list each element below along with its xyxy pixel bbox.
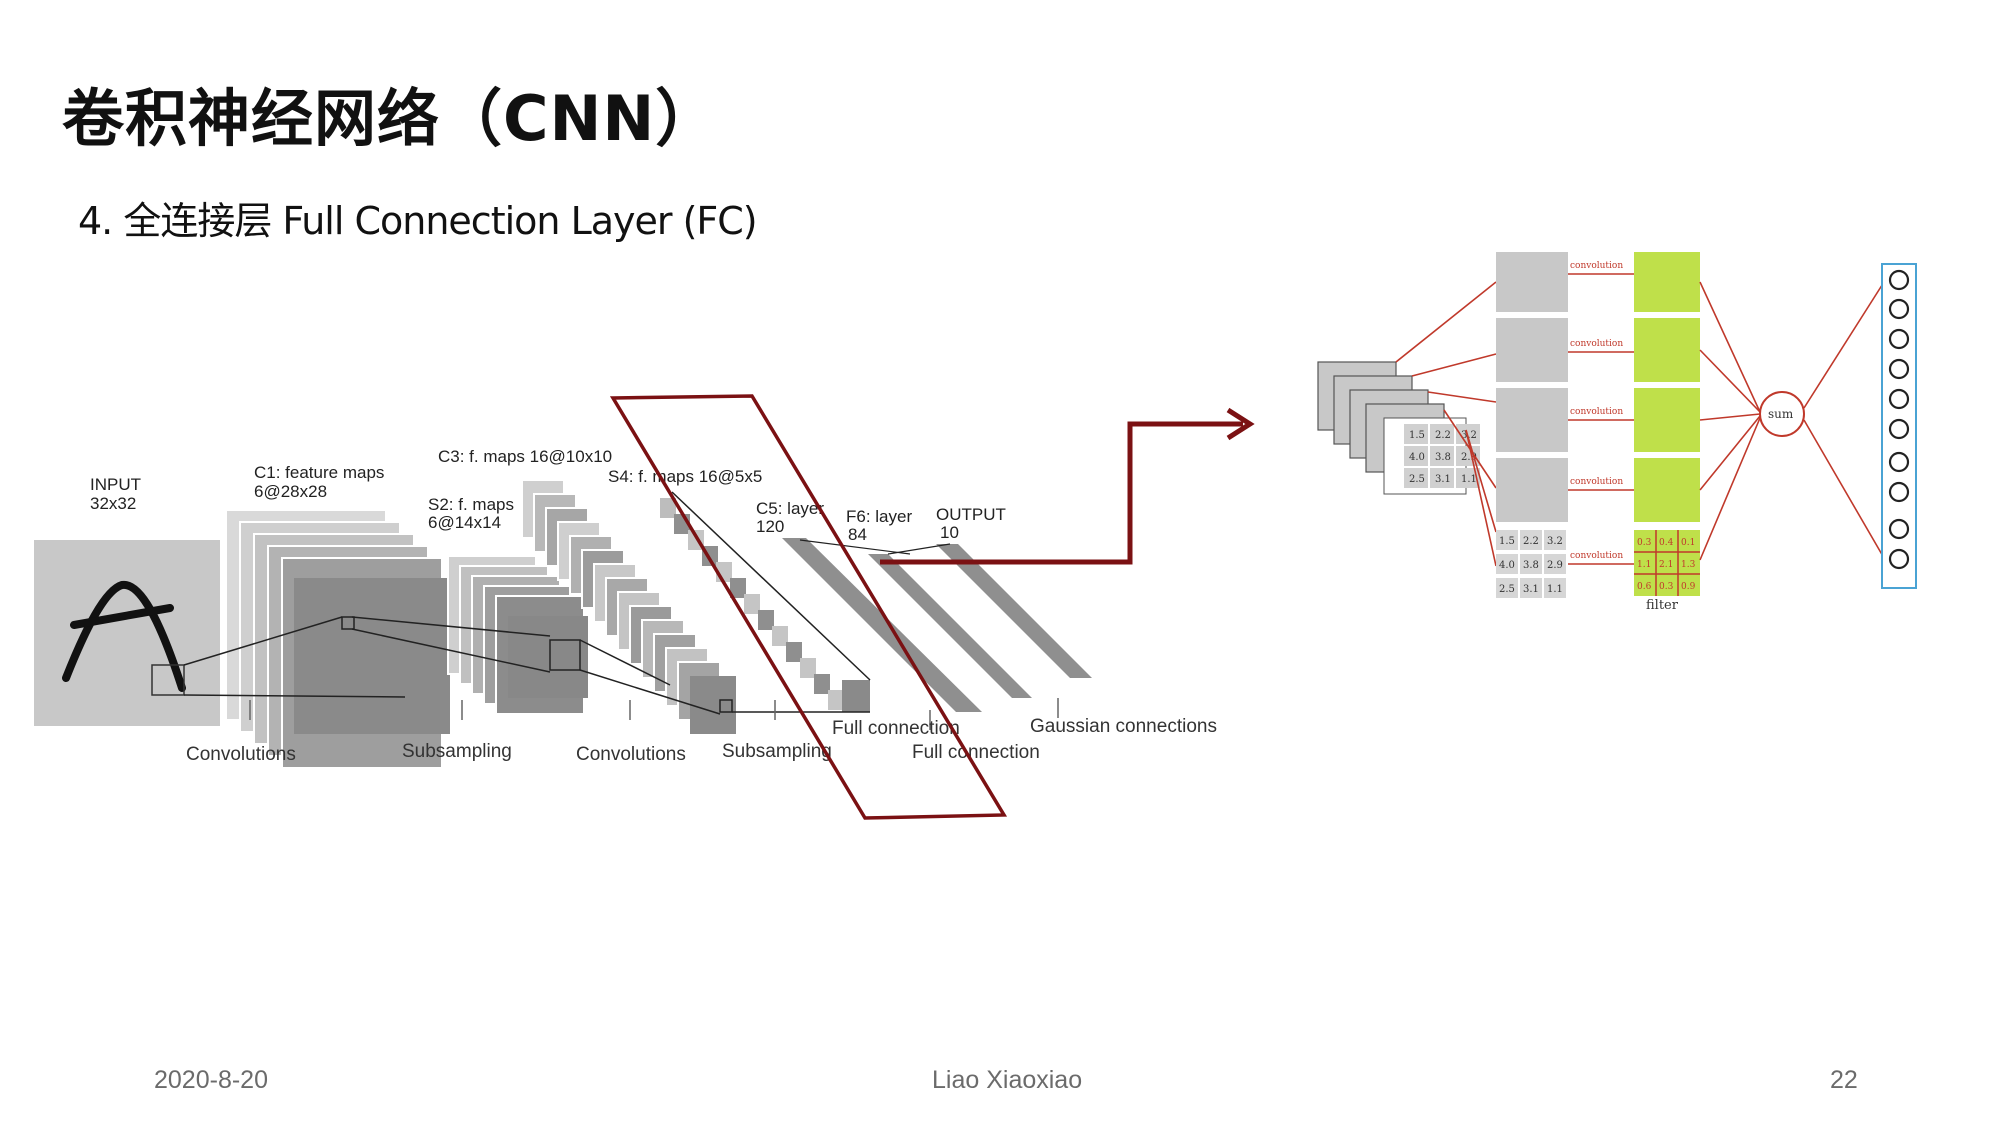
filter-value-grid: 0.3 0.4 0.1 1.1 2.1 1.3 0.6 0.3 0.9: [1634, 530, 1700, 596]
svg-text:1.1: 1.1: [1637, 560, 1651, 570]
input-image: [34, 540, 220, 726]
sum-label: sum: [1768, 407, 1794, 421]
convolution-label-4: convolution: [1570, 477, 1623, 487]
output-neurons: [1888, 269, 1910, 570]
slide-title: 卷积神经网络（CNN）: [62, 82, 719, 155]
footer-page-number: 22: [1830, 1066, 1858, 1094]
svg-text:2.5: 2.5: [1409, 474, 1425, 485]
c1-label: C1: feature maps: [254, 463, 384, 482]
input-size: 32x32: [90, 494, 136, 513]
c1-size: 6@28x28: [254, 482, 327, 501]
svg-text:4.0: 4.0: [1499, 560, 1515, 571]
svg-text:1.5: 1.5: [1409, 430, 1425, 441]
svg-text:3.1: 3.1: [1435, 474, 1451, 485]
svg-text:3.8: 3.8: [1523, 560, 1539, 571]
c5-layer: [782, 538, 982, 712]
svg-text:4.0: 4.0: [1409, 452, 1425, 463]
c3-label: C3: f. maps 16@10x10: [438, 447, 612, 466]
output-layer: [936, 544, 1092, 678]
gray-value-grid: 1.5 2.2 3.2 4.0 3.8 2.9 2.5 3.1 1.1: [1496, 530, 1566, 598]
input-letter-a: [62, 580, 186, 692]
svg-text:2.2: 2.2: [1435, 430, 1451, 441]
fc-highlight-box: [609, 394, 1008, 820]
fc-detail-diagram: 1.5 2.2 3.2 4.0 3.8 2.9 2.5 3.1 1.1: [1317, 252, 1917, 613]
svg-text:3.2: 3.2: [1547, 536, 1563, 547]
svg-text:0.3: 0.3: [1637, 538, 1652, 548]
op-convolutions-1: Convolutions: [186, 744, 296, 765]
svg-text:1.1: 1.1: [1461, 474, 1477, 485]
op-subsampling-1: Subsampling: [402, 741, 512, 762]
svg-text:2.9: 2.9: [1461, 452, 1477, 463]
op-convolutions-2: Convolutions: [576, 744, 686, 765]
s4-label: S4: f. maps 16@5x5: [608, 467, 762, 486]
convolution-label-3: convolution: [1570, 407, 1623, 417]
svg-text:1.3: 1.3: [1681, 560, 1696, 570]
svg-text:0.3: 0.3: [1659, 582, 1674, 592]
convolution-label-1: convolution: [1570, 261, 1623, 271]
c5-size: 120: [756, 517, 784, 536]
svg-text:2.1: 2.1: [1659, 560, 1673, 570]
svg-text:3.1: 3.1: [1523, 584, 1539, 595]
s2-label: S2: f. maps: [428, 495, 514, 514]
s2-size: 6@14x14: [428, 513, 501, 532]
svg-text:0.6: 0.6: [1637, 582, 1652, 592]
c5-label: C5: layer: [756, 499, 824, 518]
s2-feature-maps: [447, 555, 588, 715]
c3-feature-maps: [521, 479, 736, 734]
s4-feature-maps: [660, 498, 870, 712]
svg-text:3.8: 3.8: [1435, 452, 1451, 463]
svg-text:1.5: 1.5: [1499, 536, 1515, 547]
svg-text:2.9: 2.9: [1547, 560, 1563, 571]
lenet-architecture: INPUT 32x32 C1: feature maps 6@28x28 C3:…: [34, 447, 1217, 769]
c1-feature-maps: [225, 509, 450, 769]
svg-text:3.2: 3.2: [1461, 430, 1477, 441]
output-size: 10: [940, 523, 959, 542]
op-full-connection-2: Full connection: [912, 742, 1040, 763]
svg-text:2.2: 2.2: [1523, 536, 1539, 547]
op-full-connection-1: Full connection: [832, 718, 960, 739]
convolution-label-5: convolution: [1570, 551, 1623, 561]
input-value-grid: 1.5 2.2 3.2 4.0 3.8 2.9 2.5 3.1 1.1: [1404, 424, 1480, 488]
sum-node: [1759, 391, 1805, 437]
slide-subtitle: 4. 全连接层 Full Connection Layer (FC): [78, 199, 758, 243]
output-label: OUTPUT: [936, 505, 1006, 524]
f6-layer: [868, 554, 1032, 698]
op-gaussian-connections: Gaussian connections: [1030, 716, 1217, 737]
op-subsampling-2: Subsampling: [722, 741, 832, 762]
svg-text:1.1: 1.1: [1547, 584, 1563, 595]
convolution-label-2: convolution: [1570, 339, 1623, 349]
svg-text:0.4: 0.4: [1659, 538, 1674, 548]
svg-text:2.5: 2.5: [1499, 584, 1515, 595]
svg-text:0.1: 0.1: [1681, 538, 1695, 548]
footer-date: 2020-8-20: [154, 1066, 268, 1094]
input-label: INPUT: [90, 475, 141, 494]
f6-label: F6: layer: [846, 507, 912, 526]
zoom-arrow: [880, 407, 1255, 565]
filter-label: filter: [1646, 598, 1679, 613]
footer-author: Liao Xiaoxiao: [932, 1066, 1083, 1094]
f6-size: 84: [848, 525, 867, 544]
svg-text:0.9: 0.9: [1681, 582, 1696, 592]
